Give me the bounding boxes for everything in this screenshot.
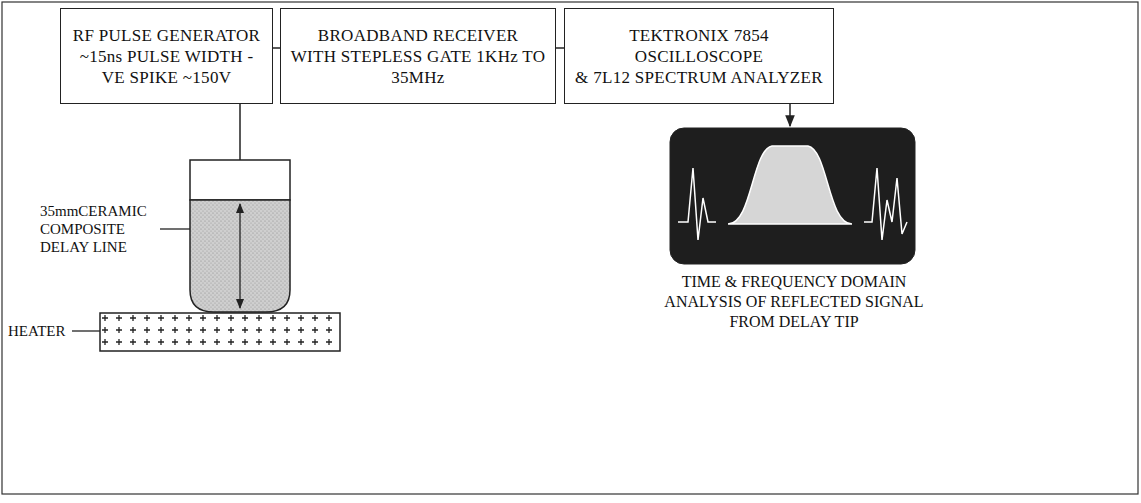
box-heading: BROADBAND RECEIVER: [318, 25, 518, 46]
part-label: HEATER: [8, 322, 70, 340]
leader-line: [72, 330, 100, 331]
transducer: [190, 160, 290, 200]
instrument-box: TEKTRONIX 7854 OSCILLOSCOPE& 7L12 SPECTR…: [564, 8, 834, 104]
box-body: WITH STEPLESS GATE 1KHz TO 35MHz: [289, 46, 547, 88]
scope-screen: [670, 128, 915, 264]
signal-connector: [556, 47, 564, 49]
frame: [2, 2, 1138, 494]
box-heading: TEKTRONIX 7854 OSCILLOSCOPE: [573, 25, 825, 67]
box-body: & 7L12 SPECTRUM ANALYZER: [575, 67, 823, 88]
delay-line: [190, 200, 290, 312]
display-arrow: [789, 104, 791, 126]
display-caption: TIME & FREQUENCY DOMAIN ANALYSIS OF REFL…: [648, 272, 940, 332]
part-label: 35mmCERAMIC COMPOSITE DELAY LINE: [40, 202, 158, 256]
leader-line: [160, 228, 190, 229]
heater-elements: [101, 314, 339, 350]
instrument-box: BROADBAND RECEIVERWITH STEPLESS GATE 1KH…: [280, 8, 556, 104]
length-arrow: [239, 204, 240, 308]
box-body: ~15ns PULSE WIDTH -VE SPIKE ~150V: [69, 46, 264, 88]
heater-plate: [100, 313, 340, 351]
echo-waveform: [864, 168, 907, 240]
box-heading: RF PULSE GENERATOR: [73, 25, 260, 46]
echo-waveform: [678, 168, 716, 240]
signal-connector: [273, 47, 280, 49]
spectrum-curve: [728, 146, 852, 224]
instrument-box: RF PULSE GENERATOR~15ns PULSE WIDTH -VE …: [60, 8, 273, 104]
signal-wire: [239, 104, 241, 160]
